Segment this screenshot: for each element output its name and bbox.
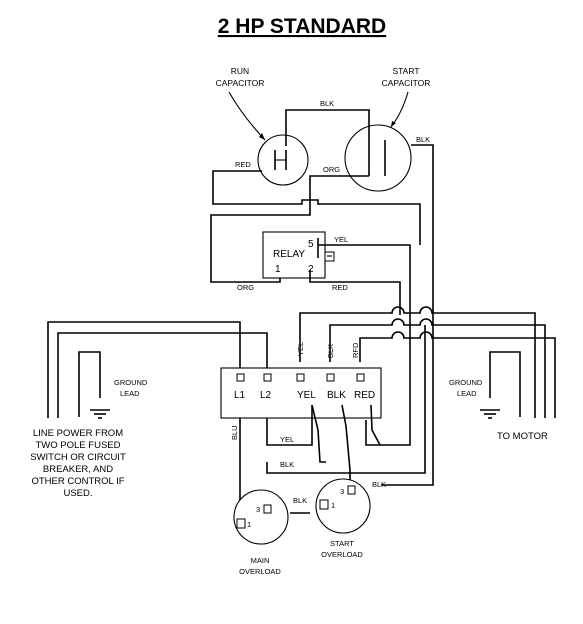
main-overload-label-2: OVERLOAD: [239, 567, 281, 576]
start-overload: [315, 478, 371, 534]
blk-start-label: BLK: [416, 135, 430, 144]
svg-text:SWITCH OR CIRCUIT: SWITCH OR CIRCUIT: [30, 452, 126, 463]
start-overload-label-2: OVERLOAD: [321, 550, 363, 559]
terminal-red: RED: [354, 390, 375, 401]
red-lead-label: RFD: [351, 342, 360, 358]
control-box-terminals: [220, 367, 382, 419]
left-ground-label-2: LEAD: [120, 389, 140, 398]
line-power-wires: [47, 321, 268, 418]
yel-lead-label: YEL: [296, 342, 305, 356]
svg-text:USED.: USED.: [63, 488, 92, 499]
start-overload-label-1: START: [330, 539, 354, 548]
relay-terminal-1: 1: [275, 264, 281, 275]
start-overload-terminal-1: 1: [331, 501, 335, 510]
svg-text:BREAKER, AND: BREAKER, AND: [43, 464, 113, 475]
start-capacitor-arrow: [390, 91, 409, 128]
diagram-title: 2 HP STANDARD: [218, 15, 386, 38]
org-relay-label: ORG: [237, 283, 254, 292]
line-power-note: LINE POWER FROM TWO POLE FUSED SWITCH OR…: [30, 428, 126, 499]
main-overload: [233, 489, 289, 545]
blk-cap-label: BLK: [320, 99, 334, 108]
left-ground-symbol: [78, 351, 110, 419]
org-start-label: ORG: [323, 165, 340, 174]
right-ground-symbol: [480, 351, 521, 419]
control-box-wiring: [239, 325, 426, 514]
relay-wiring: [309, 244, 411, 446]
run-capacitor-label-2: CAPACITOR: [216, 78, 265, 88]
start-capacitor: [344, 124, 412, 192]
yel-relay-label: YEL: [334, 235, 348, 244]
blu-label: BLU: [230, 425, 239, 440]
terminal-l1: L1: [234, 390, 246, 401]
red-relay-label: RED: [332, 283, 348, 292]
svg-text:LINE POWER FROM: LINE POWER FROM: [33, 428, 123, 439]
blk-internal-label: BLK: [280, 460, 294, 469]
main-overload-label-1: MAIN: [251, 556, 270, 565]
terminal-blk: BLK: [327, 390, 346, 401]
svg-text:OTHER CONTROL IF: OTHER CONTROL IF: [31, 476, 124, 487]
svg-text:TWO POLE FUSED: TWO POLE FUSED: [36, 440, 121, 451]
start-capacitor-label-2: CAPACITOR: [382, 78, 431, 88]
terminal-yel: YEL: [297, 390, 316, 401]
run-capacitor-arrow: [228, 91, 266, 141]
blk-overload-label: BLK: [293, 496, 307, 505]
capacitor-wiring: [210, 109, 434, 486]
start-overload-terminal-3: 3: [340, 487, 344, 496]
motor-leads: [299, 306, 556, 418]
relay: [262, 231, 335, 279]
main-overload-terminal-1: 1: [247, 520, 251, 529]
right-ground-label-1: GROUND: [449, 378, 483, 387]
left-ground-label-1: GROUND: [114, 378, 148, 387]
blk-lead-label: BLK: [326, 344, 335, 358]
start-capacitor-label-1: START: [392, 66, 419, 76]
run-capacitor-label-1: RUN: [231, 66, 249, 76]
right-ground-label-2: LEAD: [457, 389, 477, 398]
to-motor-label: TO MOTOR: [497, 431, 548, 442]
blk-start-overload-label: BLK: [372, 480, 386, 489]
relay-label: RELAY: [273, 249, 305, 260]
red-run-label: RED: [235, 160, 251, 169]
relay-terminal-5: 5: [308, 239, 314, 250]
yel-internal-label: YEL: [280, 435, 294, 444]
relay-terminal-2: 2: [308, 264, 314, 275]
main-overload-terminal-3: 3: [256, 505, 260, 514]
terminal-l2: L2: [260, 390, 272, 401]
run-capacitor: [257, 134, 309, 186]
